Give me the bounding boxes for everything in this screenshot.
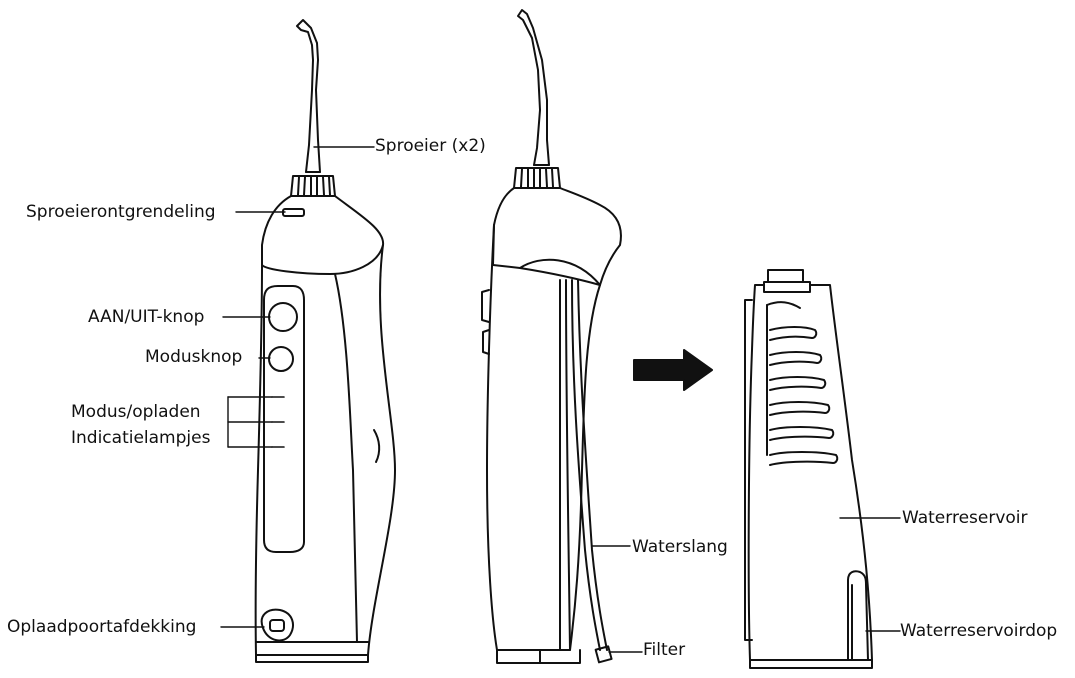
device-side-view: [481, 9, 622, 664]
front-nozzle-collar: [290, 175, 336, 197]
front-release-latch: [282, 208, 305, 217]
label-water-hose: Waterslang: [632, 537, 728, 557]
front-indicator-leds: [271, 396, 285, 448]
right-arrow-icon: [633, 349, 713, 391]
side-water-hose: [571, 279, 601, 651]
front-body: [254, 244, 396, 656]
side-nozzle: [517, 9, 550, 166]
front-control-panel: [263, 285, 305, 553]
device-reservoir: [744, 269, 873, 669]
reservoir-cap: [847, 570, 869, 661]
device-front-view: [254, 19, 396, 663]
label-nozzle: Sproeier (x2): [375, 136, 486, 156]
side-body: [486, 224, 601, 651]
leader-indicators: [227, 396, 273, 448]
front-power-button: [268, 302, 298, 332]
side-nozzle-collar: [513, 167, 561, 189]
label-mode-button: Modusknop: [145, 347, 243, 367]
label-indicator-line2: Indicatielampjes: [71, 428, 211, 448]
label-power-button: AAN/UIT-knop: [88, 307, 205, 327]
label-nozzle-release: Sproeierontgrendeling: [26, 202, 216, 222]
front-head: [261, 195, 385, 275]
label-water-reservoir: Waterreservoir: [902, 508, 1028, 528]
side-filter: [594, 645, 613, 664]
label-reservoir-cap: Waterreservoirdop: [900, 621, 1058, 641]
label-filter: Filter: [643, 640, 686, 660]
label-charge-port-cover: Oplaadpoortafdekking: [7, 617, 197, 637]
reservoir-ribs: [766, 301, 839, 466]
leader-lines: [220, 146, 901, 653]
label-indicator-line1: Modus/opladen: [71, 402, 201, 422]
side-head: [492, 187, 622, 286]
front-charge-port-cover: [260, 608, 294, 642]
front-mode-button: [268, 346, 294, 372]
front-nozzle: [296, 19, 321, 173]
